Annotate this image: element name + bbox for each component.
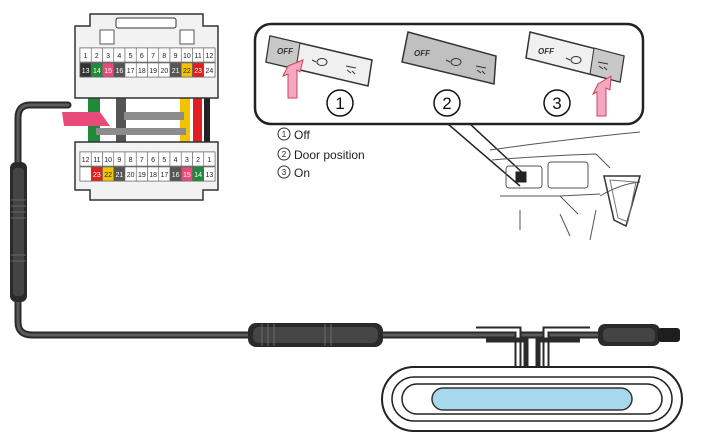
pin-number: 16	[172, 172, 180, 179]
led-light-bar	[381, 366, 683, 432]
pin-number: 13	[205, 172, 213, 179]
legend-item-off: 1 Off	[277, 127, 310, 142]
door-icon	[445, 58, 462, 66]
svg-text:2: 2	[282, 150, 287, 159]
pin-number: 22	[104, 172, 112, 179]
pin-number: 1	[207, 157, 211, 164]
pin-number: 10	[104, 157, 112, 164]
pin-number: 11	[194, 53, 201, 60]
pin-number: 15	[183, 172, 191, 179]
switch-state-door: OFF	[401, 31, 497, 85]
pin-number: 15	[104, 68, 112, 75]
pin-number: 21	[172, 68, 180, 75]
pin-number: 9	[174, 53, 178, 60]
light-lead-wires	[476, 326, 590, 372]
switch-off-label-3: OFF	[538, 47, 555, 56]
pin-number: 24	[205, 68, 213, 75]
step-number-3: 3	[543, 89, 571, 117]
pin-number: 2	[95, 53, 99, 60]
legend: 1 Off 2 Door position 3 On	[277, 127, 365, 180]
pin-number: 17	[127, 68, 135, 75]
pin-number: 4	[174, 157, 178, 164]
pin-number: 13	[82, 68, 90, 75]
pin-number: 16	[115, 68, 123, 75]
switch-state-on: OFF	[525, 31, 625, 117]
pin-number: 8	[162, 53, 166, 60]
svg-text:Off: Off	[294, 128, 310, 142]
step-number-2: 2	[433, 89, 461, 117]
pin-number: 23	[194, 68, 202, 75]
switch-state-off: OFF	[265, 35, 373, 99]
inline-connector-left	[10, 162, 27, 302]
dashboard-sketch	[489, 131, 641, 241]
pin-number: 14	[93, 68, 101, 75]
pin-number: 20	[160, 68, 168, 75]
pin-number: 19	[149, 68, 157, 75]
end-plug	[598, 324, 680, 346]
pin-number: 23	[93, 172, 101, 179]
pin-number: 6	[140, 53, 144, 60]
pin-number: 5	[129, 53, 133, 60]
switch-off-label-1: OFF	[277, 47, 294, 56]
inline-connector-bottom	[248, 323, 383, 347]
light-on-icon	[475, 65, 487, 75]
light-lens	[431, 387, 633, 411]
pin-number: 12	[82, 157, 90, 164]
pin-number: 3	[106, 53, 110, 60]
pin-cell	[203, 47, 216, 63]
svg-text:1: 1	[282, 130, 287, 139]
pin-number: 17	[160, 172, 168, 179]
pin-cell	[203, 166, 216, 182]
door-icon	[311, 58, 328, 66]
door-icon	[565, 56, 582, 64]
pin-number: 7	[151, 53, 155, 60]
pin-number: 12	[205, 53, 213, 60]
dashboard-switch	[515, 171, 527, 183]
pin-number: 7	[140, 157, 144, 164]
svg-text:1: 1	[335, 94, 344, 113]
switch-callout: OFF OFF	[253, 22, 645, 187]
svg-text:2: 2	[442, 94, 451, 113]
pin-number: 5	[162, 157, 166, 164]
pin-number: 4	[117, 53, 121, 60]
pin-number: 9	[117, 157, 121, 164]
legend-item-on: 3 On	[277, 165, 310, 180]
light-on-icon	[597, 61, 609, 71]
pin-number: 11	[93, 157, 100, 164]
pin-number: 22	[183, 68, 191, 75]
pin-number: 14	[194, 172, 202, 179]
pin-cell	[203, 151, 216, 167]
switch-off-label-2: OFF	[414, 49, 431, 58]
pin-number: 20	[127, 172, 135, 179]
pin-number: 18	[149, 172, 157, 179]
press-arrow-3	[591, 75, 612, 117]
step-number-1: 1	[326, 89, 354, 117]
legend-item-door-position: 2 Door position	[277, 147, 365, 162]
pin-number: 8	[129, 157, 133, 164]
light-on-icon	[345, 65, 357, 75]
pin-number: 10	[183, 53, 191, 60]
svg-text:3: 3	[552, 94, 561, 113]
pin-number: 6	[151, 157, 155, 164]
pin-cell	[203, 62, 216, 78]
pin-number: 1	[84, 53, 88, 60]
pin-number: 24	[82, 172, 90, 179]
svg-text:Door position: Door position	[294, 148, 365, 162]
connector-wires	[62, 96, 210, 144]
pin-number: 2	[196, 157, 200, 164]
press-arrow-1	[281, 59, 304, 99]
pin-number: 19	[138, 172, 146, 179]
svg-text:On: On	[294, 166, 310, 180]
pin-number: 3	[185, 157, 189, 164]
pin-number: 21	[115, 172, 123, 179]
svg-text:3: 3	[282, 168, 287, 177]
pin-number: 18	[138, 68, 146, 75]
